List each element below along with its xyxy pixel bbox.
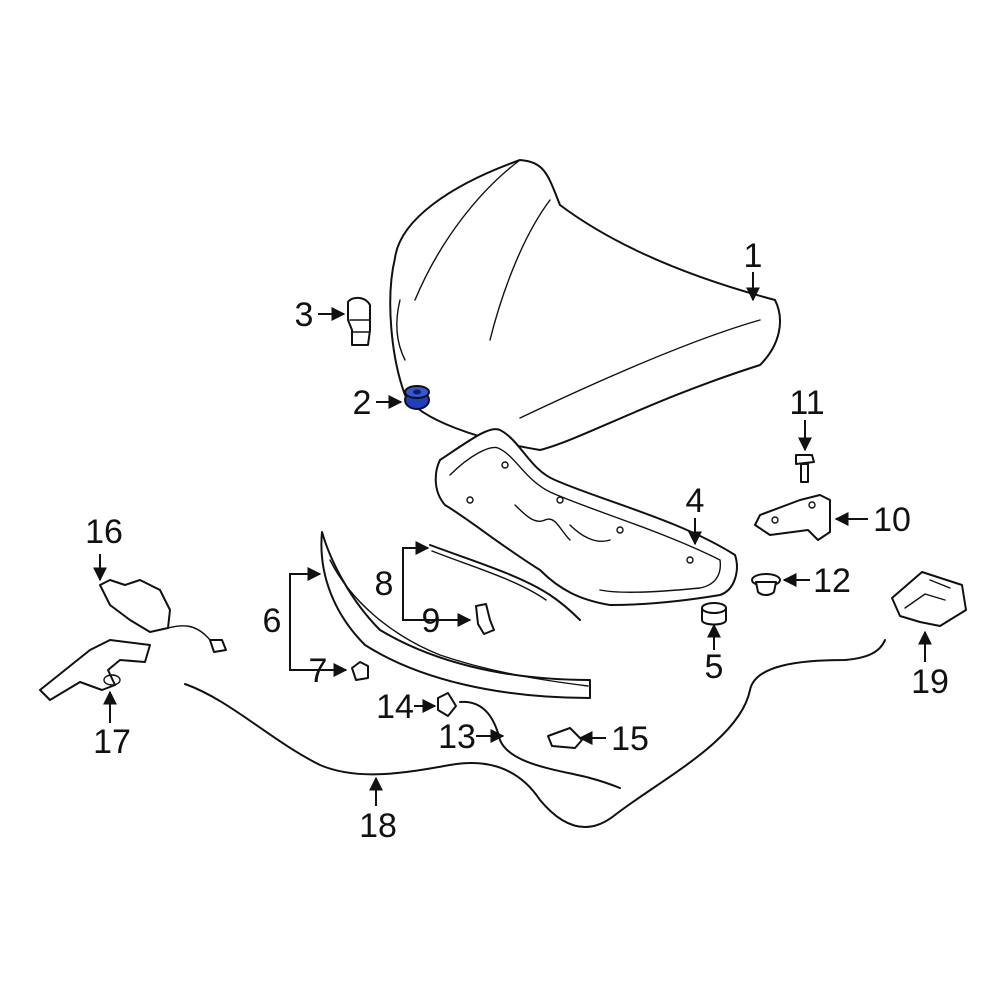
- release-cable[interactable]: [459, 700, 621, 789]
- callout-15: 15: [611, 720, 649, 758]
- callout-3: 3: [295, 296, 314, 334]
- leader-7: [289, 620, 348, 677]
- callout-9: 9: [422, 602, 441, 640]
- callout-7: 7: [309, 652, 328, 690]
- callout-13: 13: [438, 718, 476, 756]
- seal-retainer[interactable]: [475, 603, 495, 635]
- release-plate[interactable]: [547, 727, 583, 749]
- hood-insulator[interactable]: [434, 428, 738, 606]
- bumper-cushion[interactable]: [701, 602, 727, 626]
- front-seal[interactable]: [320, 531, 591, 699]
- callout-10: 10: [873, 501, 911, 539]
- hood-bumper[interactable]: [404, 385, 430, 410]
- leader-9: [402, 583, 472, 627]
- seal-clip[interactable]: [351, 661, 369, 681]
- callout-18: 18: [359, 807, 397, 845]
- callout-4: 4: [686, 482, 705, 520]
- hood-latch[interactable]: [99, 579, 227, 653]
- leader-lines: [93, 272, 932, 806]
- hood-buffer[interactable]: [347, 296, 371, 346]
- hood-panel[interactable]: [389, 159, 781, 451]
- latch-support[interactable]: [39, 639, 151, 701]
- callout-2: 2: [353, 384, 372, 422]
- leader-6: [289, 567, 322, 620]
- callout-6: 6: [263, 602, 282, 640]
- bracket-bolt[interactable]: [795, 454, 815, 483]
- leader-8: [402, 541, 430, 583]
- callout-5: 5: [705, 648, 724, 686]
- callout-16: 16: [85, 513, 123, 551]
- hood-release-cable[interactable]: [184, 639, 886, 828]
- callout-12: 12: [813, 562, 851, 600]
- callout-1: 1: [744, 237, 763, 275]
- callout-8: 8: [375, 565, 394, 603]
- cable-clip[interactable]: [437, 692, 457, 717]
- callout-19: 19: [911, 663, 949, 701]
- grommet[interactable]: [751, 573, 781, 596]
- callout-14: 14: [376, 688, 414, 726]
- callout-11: 11: [789, 384, 824, 422]
- hood-striker[interactable]: [891, 571, 967, 627]
- latch-bracket[interactable]: [754, 494, 831, 541]
- callout-labels: 1 2 3 4 5 6 7 8 9 10 11 12 13 14 15 16 1…: [85, 237, 949, 845]
- rear-seal[interactable]: [429, 544, 581, 621]
- callout-17: 17: [93, 723, 131, 761]
